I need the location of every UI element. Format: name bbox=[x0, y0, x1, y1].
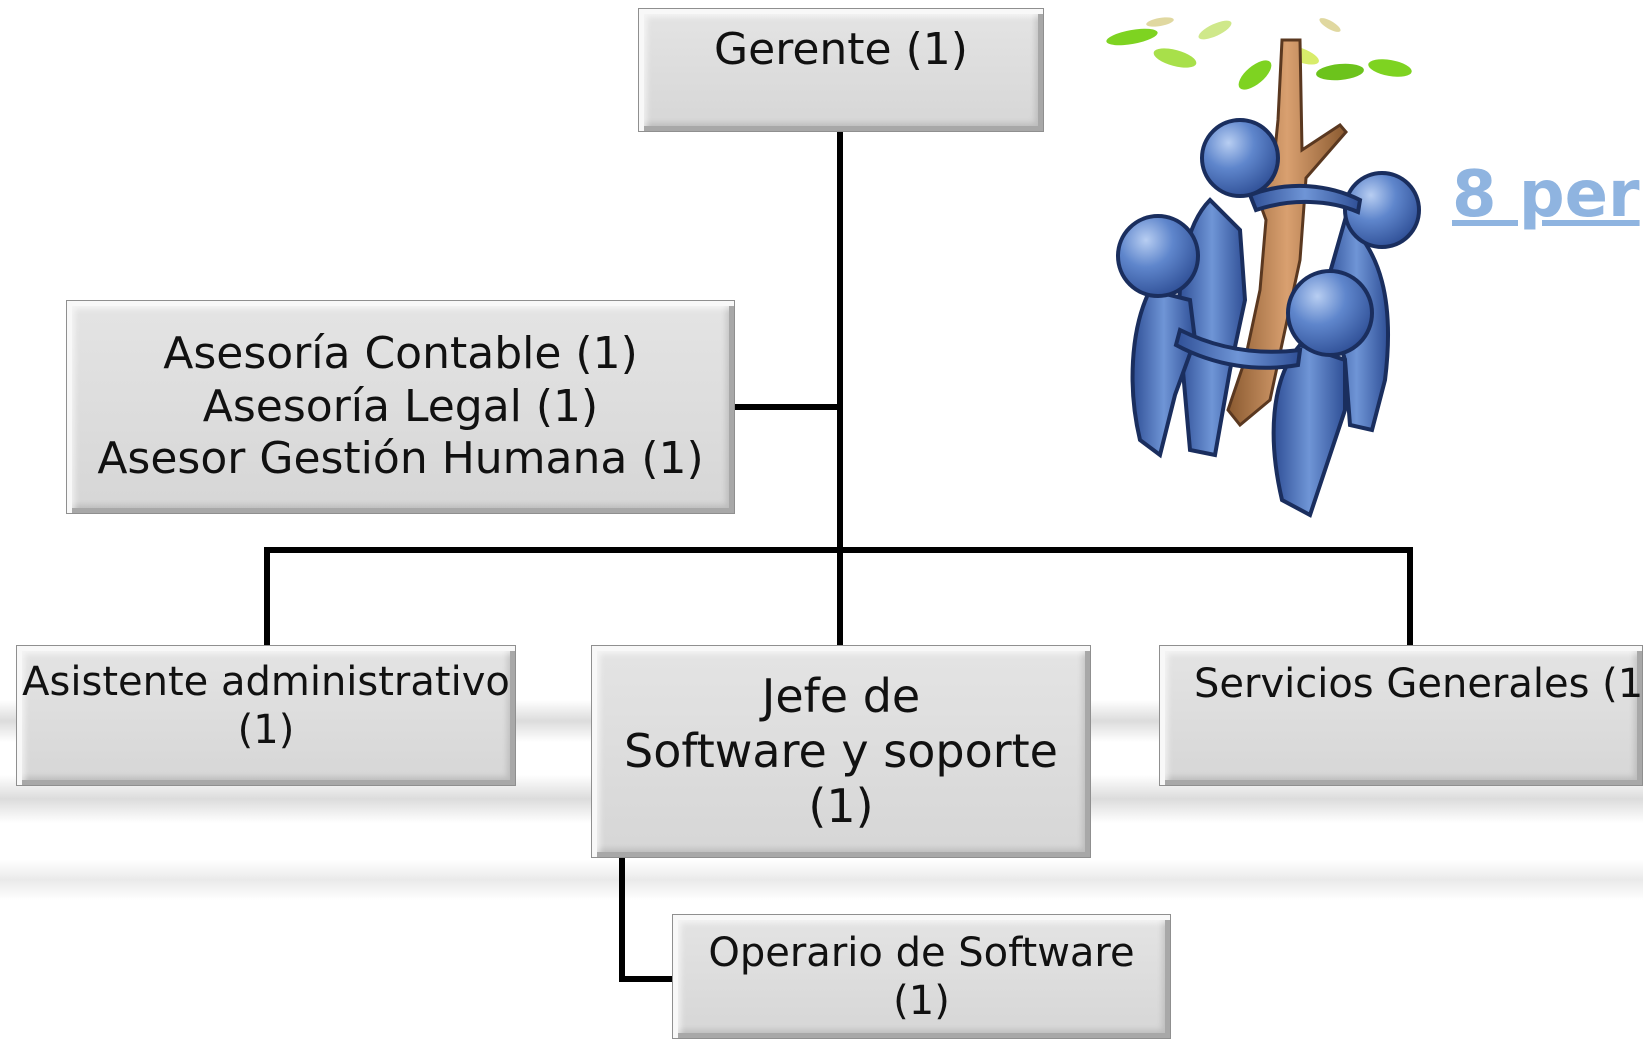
node-gerente: Gerente (1) bbox=[638, 8, 1044, 132]
node-jefe: Jefe de Software y soporte (1) bbox=[591, 645, 1091, 858]
people-hugging-tree-icon bbox=[1106, 17, 1421, 518]
node-asesorias-line-2: Asesoría Legal (1) bbox=[202, 380, 599, 432]
node-asistente-line-1: Asistente administrativo bbox=[22, 659, 510, 705]
headline-link[interactable]: 8 per bbox=[1452, 158, 1640, 232]
node-operario: Operario de Software (1) bbox=[672, 914, 1171, 1039]
node-asesorias-line-3: Asesor Gestión Humana (1) bbox=[97, 433, 704, 485]
node-servicios-label: Servicios Generales (1) bbox=[1194, 661, 1643, 707]
node-asistente-line-2: (1) bbox=[237, 707, 295, 753]
node-asistente: Asistente administrativo (1) bbox=[16, 645, 516, 786]
background-stripe bbox=[0, 860, 1643, 900]
node-jefe-line-1: Jefe de bbox=[761, 668, 921, 723]
node-jefe-line-3: (1) bbox=[808, 779, 874, 834]
node-jefe-line-2: Software y soporte bbox=[624, 723, 1058, 778]
node-operario-line-1: Operario de Software bbox=[708, 930, 1135, 976]
node-asesorias: Asesoría Contable (1) Asesoría Legal (1)… bbox=[66, 300, 735, 514]
node-asesorias-line-1: Asesoría Contable (1) bbox=[163, 327, 638, 379]
node-servicios: Servicios Generales (1) bbox=[1159, 645, 1643, 786]
node-gerente-label: Gerente (1) bbox=[714, 23, 968, 75]
node-operario-line-2: (1) bbox=[893, 978, 950, 1024]
figures bbox=[1116, 118, 1421, 518]
leaves bbox=[1106, 17, 1412, 90]
connector-operario bbox=[619, 855, 675, 982]
